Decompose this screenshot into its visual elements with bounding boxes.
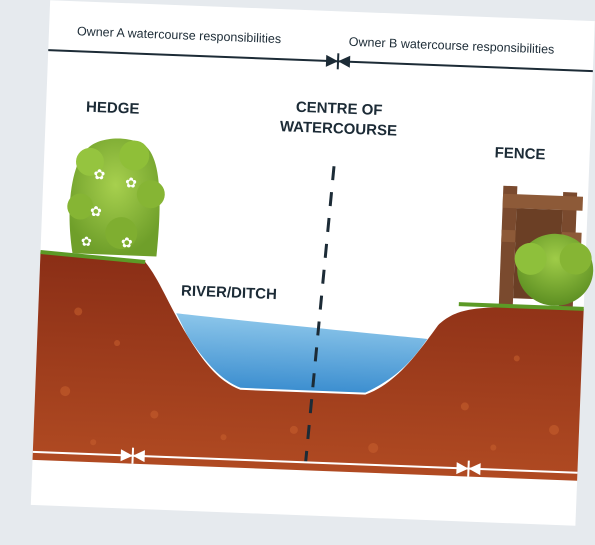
svg-text:✿: ✿ — [90, 203, 102, 219]
arrow-left-icon — [468, 463, 481, 476]
hedge-illustration: ✿ ✿ ✿ ✿ ✿ — [67, 138, 165, 257]
bush-illustration — [514, 233, 594, 306]
hedge-label: HEDGE — [86, 99, 140, 118]
landowner-a-label: Landowner A — [40, 467, 114, 484]
svg-text:✿: ✿ — [121, 234, 133, 250]
river-ditch-label: RIVER/DITCH — [181, 282, 277, 303]
flower-icons: ✿ ✿ ✿ ✿ ✿ — [81, 166, 138, 251]
soil-texture — [60, 307, 560, 453]
bottom-ownership-bar: Landowner A Land Ownership Unknown Lando… — [32, 447, 578, 501]
water-body — [176, 313, 428, 393]
svg-text:✿: ✿ — [81, 234, 93, 249]
arrow-left-icon — [338, 55, 351, 68]
centre-dashed-line — [304, 166, 336, 463]
arrow-right-icon — [120, 449, 133, 462]
land-ownership-unknown-label: Land Ownership Unknown — [217, 474, 364, 494]
arrow-right-icon — [325, 54, 339, 67]
svg-text:✿: ✿ — [93, 166, 105, 182]
soil-ground — [32, 252, 584, 481]
arrow-left-icon — [132, 450, 145, 463]
centre-label-line1: CENTRE OF — [296, 99, 383, 119]
centre-label-line2: WATERCOURSE — [280, 118, 398, 139]
arrow-right-icon — [456, 462, 469, 475]
fence-label: FENCE — [494, 144, 545, 163]
svg-text:✿: ✿ — [125, 174, 137, 190]
landowner-b-label: Landowner B — [479, 484, 553, 501]
